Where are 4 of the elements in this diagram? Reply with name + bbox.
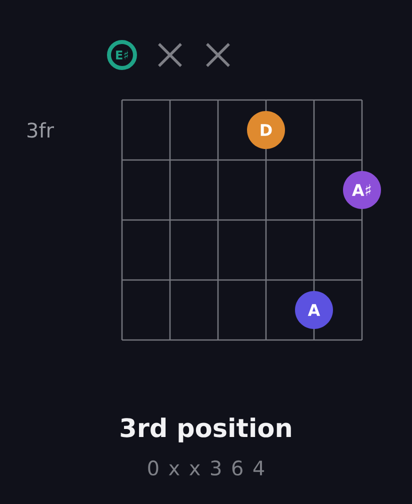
- caption: 0 x x 3 6 4: [148, 460, 264, 476]
- open-string-ring: E♯: [107, 40, 137, 70]
- fret-label: 3fr: [28, 122, 54, 138]
- title: 3rd position: [120, 418, 291, 442]
